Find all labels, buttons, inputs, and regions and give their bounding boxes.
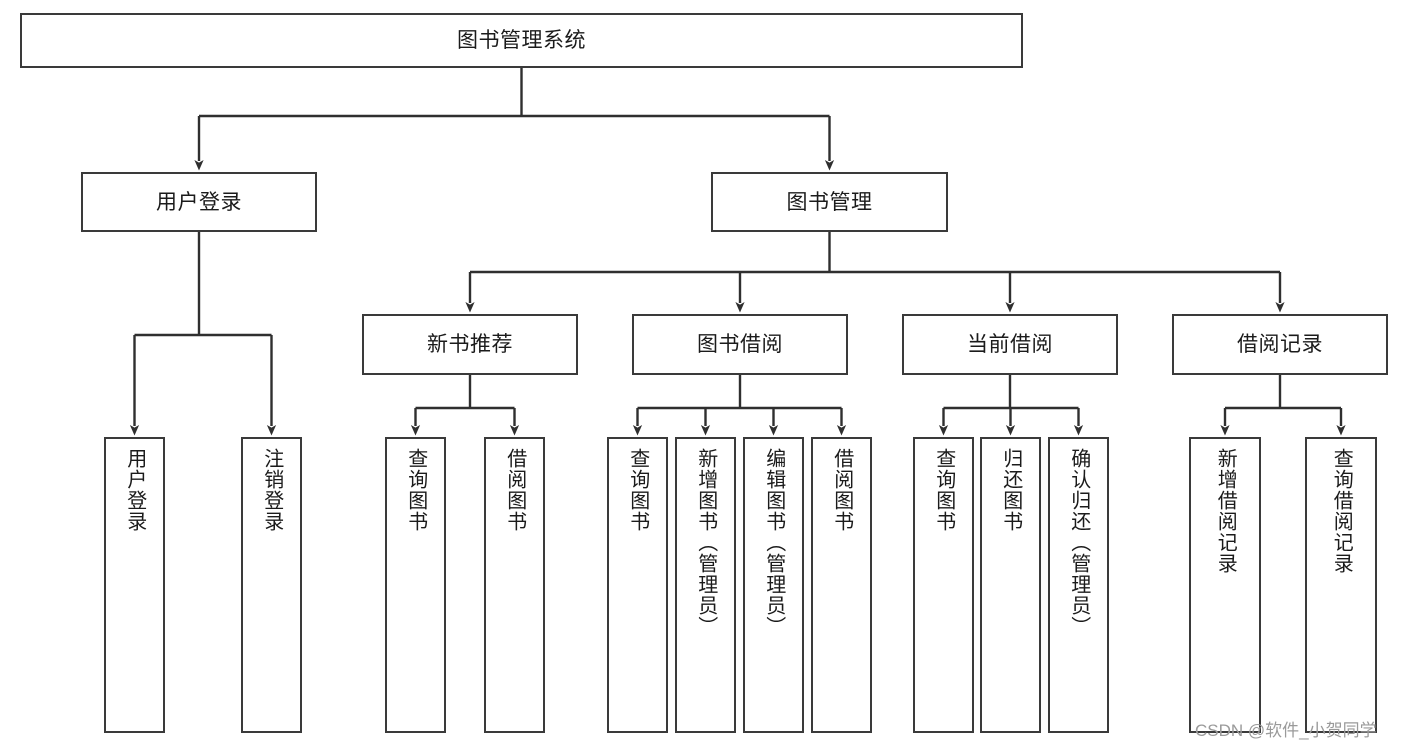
node-label: 确认归还（管理员） xyxy=(1067,448,1090,637)
node-label: 图书管理系统 xyxy=(457,29,586,52)
node-leaf-归还图书: 归还图书 xyxy=(980,437,1041,733)
node-leaf-查询借阅记录: 查询借阅记录 xyxy=(1305,437,1377,733)
node-label: 归还图书 xyxy=(999,448,1022,532)
node-label: 借阅图书 xyxy=(503,448,526,532)
node-leaf-用户登录: 用户登录 xyxy=(104,437,165,733)
node-label: 图书借阅 xyxy=(697,333,783,356)
node-leaf-借阅图书: 借阅图书 xyxy=(811,437,872,733)
node-label: 借阅图书 xyxy=(830,448,853,532)
node-root-图书管理系统: 图书管理系统 xyxy=(20,13,1023,68)
node-label: 借阅记录 xyxy=(1237,333,1323,356)
node-leaf-新增借阅记录: 新增借阅记录 xyxy=(1189,437,1261,733)
node-l2-图书管理: 图书管理 xyxy=(711,172,948,232)
node-label: 图书管理 xyxy=(786,190,873,214)
node-label: 查询借阅记录 xyxy=(1330,448,1353,574)
node-l3-当前借阅: 当前借阅 xyxy=(902,314,1118,375)
node-label: 编辑图书（管理员） xyxy=(762,448,785,637)
node-label: 查询图书 xyxy=(932,448,955,532)
node-label: 新增借阅记录 xyxy=(1214,448,1237,574)
node-l3-图书借阅: 图书借阅 xyxy=(632,314,848,375)
node-leaf-新增图书管理员: 新增图书（管理员） xyxy=(675,437,736,733)
node-label: 查询图书 xyxy=(626,448,649,532)
node-label: 当前借阅 xyxy=(967,333,1053,356)
node-leaf-查询图书: 查询图书 xyxy=(385,437,446,733)
node-leaf-查询图书: 查询图书 xyxy=(913,437,974,733)
csdn-watermark: CSDN @软件_小贺同学 xyxy=(1195,721,1377,740)
node-leaf-查询图书: 查询图书 xyxy=(607,437,668,733)
node-label: 新书推荐 xyxy=(427,333,513,356)
node-leaf-编辑图书管理员: 编辑图书（管理员） xyxy=(743,437,804,733)
node-leaf-确认归还管理员: 确认归还（管理员） xyxy=(1048,437,1109,733)
node-label: 用户登录 xyxy=(123,448,146,532)
node-l2-用户登录: 用户登录 xyxy=(81,172,317,232)
node-label: 注销登录 xyxy=(260,448,283,532)
node-label: 新增图书（管理员） xyxy=(694,448,717,637)
node-l3-新书推荐: 新书推荐 xyxy=(362,314,578,375)
node-leaf-借阅图书: 借阅图书 xyxy=(484,437,545,733)
node-l3-借阅记录: 借阅记录 xyxy=(1172,314,1388,375)
node-label: 用户登录 xyxy=(156,190,242,214)
node-leaf-注销登录: 注销登录 xyxy=(241,437,302,733)
node-label: 查询图书 xyxy=(404,448,427,532)
